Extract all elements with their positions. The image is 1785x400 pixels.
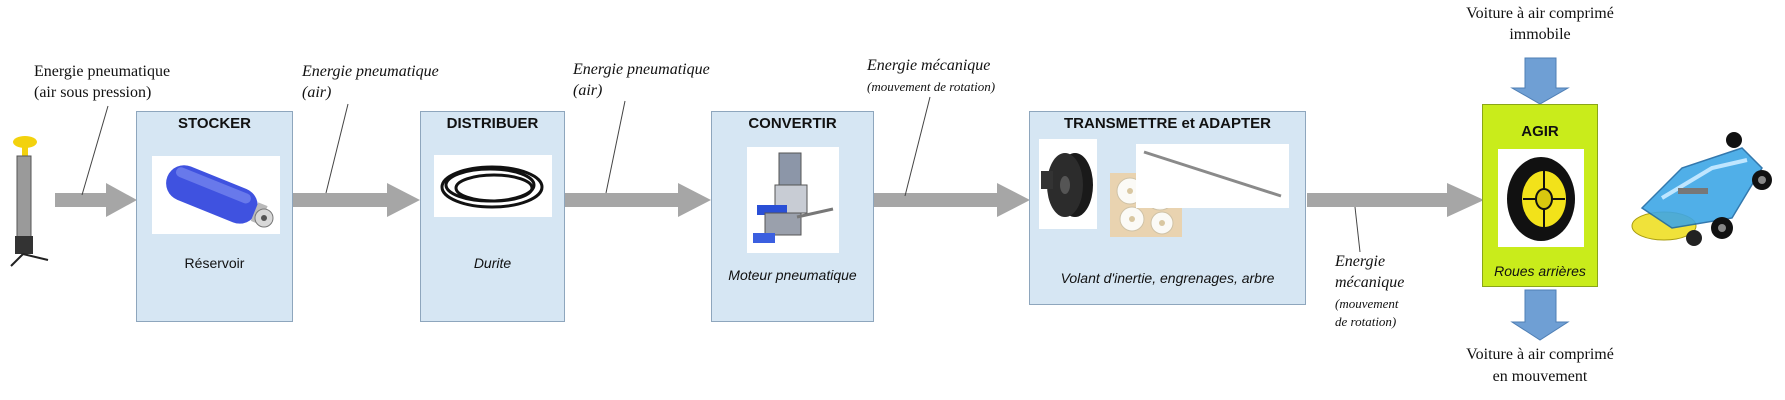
leader-line-flow-4 [1354,206,1361,253]
hose-coil-icon [440,165,544,209]
stage-title-transmettre: TRANSMETTRE et ADAPTER [1064,115,1271,132]
pneumatic-motor-image [747,147,839,253]
flow-label-4-line2: mécanique [1335,274,1405,291]
flow-arrow-input [55,183,137,217]
flow-label-4-line4: de rotation) [1335,314,1397,329]
flow-label-3-line2: (mouvement de rotation) [867,79,996,94]
stage-title-distribuer: DISTRIBUER [446,115,539,132]
flow-label-2-line2: (air) [573,82,603,99]
wheel-image [1498,149,1584,247]
agir-output-label-line2: en mouvement [1492,368,1588,385]
shaft-icon [1143,150,1282,198]
stage-box-convertir: CONVERTIR Moteur pneumatique [711,111,874,322]
hand-pump-icon [10,136,49,267]
flow-arrow-4 [1307,183,1484,217]
stage-caption-transmettre: Volant d'inertie, engrenages, arbre [1060,270,1275,286]
air-tank-image [152,156,280,234]
hose-image [434,155,552,217]
stage-caption-stocker: Réservoir [184,255,245,271]
flow-arrow-1 [292,183,420,217]
flow-label-2-line1: Energie pneumatique [573,61,710,78]
flow-arrow-3 [873,183,1030,217]
leader-line-flow-2 [605,100,626,194]
stage-caption-agir: Roues arrières [1494,263,1586,279]
stage-box-distribuer: DISTRIBUER Durite [420,111,565,322]
flow-label-1-line2: (air) [302,84,332,101]
agir-input-label-line2: immobile [1509,26,1571,43]
leader-line-flow-3 [904,96,931,197]
flow-label-4-line3: (mouvement [1335,296,1399,311]
stage-title-agir: AGIR [1521,123,1559,140]
stage-box-stocker: STOCKER Réservoir [136,111,293,322]
leader-line-flow-1 [325,103,349,194]
flow-arrow-2 [565,183,711,217]
flow-label-4-line1: Energie [1335,253,1386,270]
air-tank-icon [166,165,274,228]
wheel-icon [1507,157,1575,241]
flywheel-image [1039,139,1097,229]
flywheel-icon [1041,153,1093,217]
air-car-icon [1631,132,1772,246]
shaft-image [1136,144,1289,208]
vertical-arrow-bottom [1510,289,1570,341]
stage-title-convertir: CONVERTIR [748,115,837,132]
flow-label-1-line1: Energie pneumatique [302,63,439,80]
leader-line-input [81,105,109,196]
input-energy-label-line2: (air sous pression) [34,84,152,101]
stage-box-transmettre: TRANSMETTRE et ADAPTER [1029,111,1306,305]
stage-box-agir: AGIR Roues arrières [1482,104,1598,287]
agir-output-label-line1: Voiture à air comprimé [1466,346,1614,363]
agir-input-label-line1: Voiture à air comprimé [1466,5,1614,22]
pneumatic-motor-icon [753,152,834,243]
stage-caption-convertir: Moteur pneumatique [728,267,857,283]
stage-caption-distribuer: Durite [473,255,512,271]
input-energy-label-line1: Energie pneumatique [34,63,171,80]
vertical-arrow-top [1510,57,1570,105]
stage-title-stocker: STOCKER [177,115,252,132]
flow-label-3-line1: Energie mécanique [867,57,991,74]
